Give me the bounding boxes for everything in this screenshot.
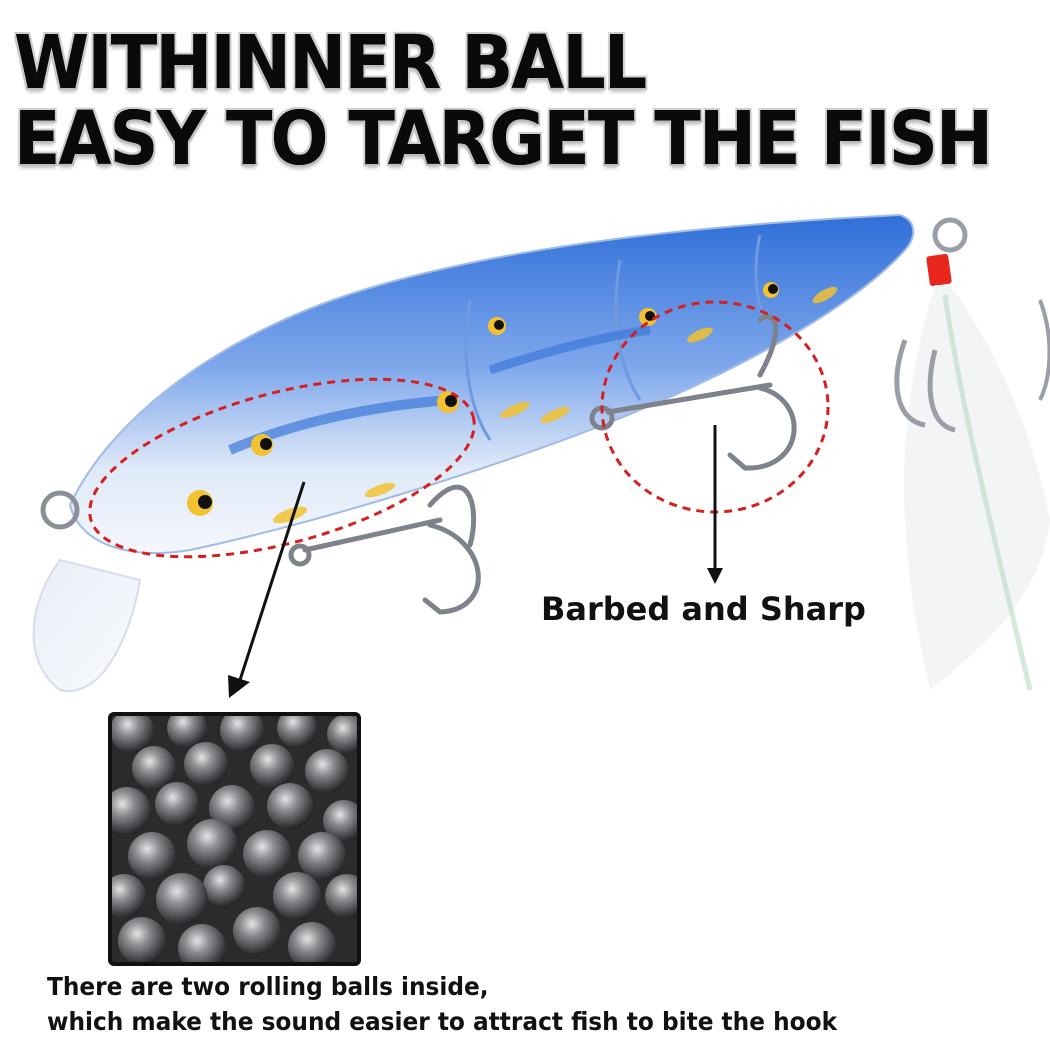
rear-split-ring [932,217,968,253]
arrow-to-balls-icon [228,481,306,698]
fishing-lure-illustration [32,213,1050,698]
steel-balls-inset-image [108,712,361,966]
lure-body [68,213,915,554]
headline-line-2: EASY TO TARGET THE FISH [14,96,993,182]
balls-callout-circle [88,377,476,559]
arrow-to-label-icon [707,425,723,584]
caption-line-2: which make the sound easier to attract f… [47,1007,838,1036]
hook-callout-label: Barbed and Sharp [541,590,866,628]
treble-hook-rear [589,314,797,471]
treble-hook-front [288,484,481,615]
headline-line-1: WITHINNER BALL [14,20,647,106]
feather-treble-hook [894,254,1050,691]
caption-line-1: There are two rolling balls inside, [47,972,489,1001]
eye-icons [187,282,779,516]
front-split-ring [40,490,80,530]
lure-diving-lip [32,558,142,693]
